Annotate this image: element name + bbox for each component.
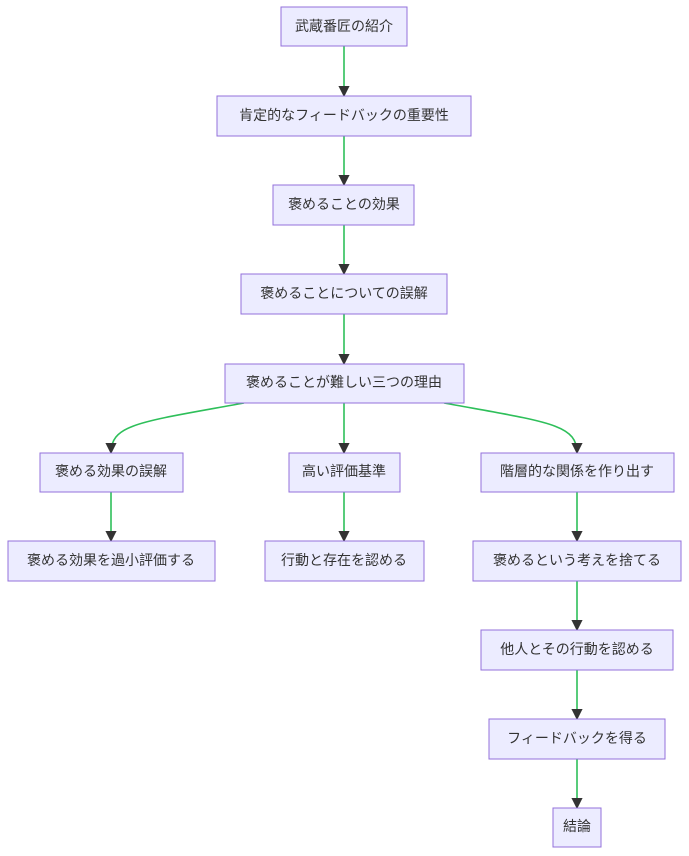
node-n6-label: 褒める効果の誤解 [55,464,167,480]
node-n5: 褒めることが難しい三つの理由 [224,363,465,404]
node-n7-label: 高い評価基準 [302,463,386,480]
node-n9-label: 褒める効果を過小評価する [27,553,195,569]
node-n13-label: フィードバックを得る [507,730,647,747]
edge-n5-n8 [443,402,583,455]
node-n4: 褒めることについての誤解 [240,273,448,315]
edge-n5-n6 [105,402,245,455]
node-n8: 階層的な関係を作り出す [480,452,675,493]
node-n14-label: 結論 [563,819,591,835]
node-n8-label: 階層的な関係を作り出す [500,464,654,480]
node-n1-label: 武蔵番匠の紹介 [295,19,393,35]
node-n2-label: 肯定的なフィードバックの重要性 [239,108,449,124]
node-n7: 高い評価基準 [288,452,401,493]
node-n10: 行動と存在を認める [264,540,425,582]
node-n12-label: 他人とその行動を認める [500,642,654,658]
node-n2: 肯定的なフィードバックの重要性 [216,95,472,137]
node-n12: 他人とその行動を認める [480,629,674,671]
node-n6: 褒める効果の誤解 [39,452,184,493]
node-n11: 褒めるという考えを捨てる [472,540,682,582]
node-n13: フィードバックを得る [488,718,666,760]
node-n10-label: 行動と存在を認める [281,553,407,569]
node-n11-label: 褒めるという考えを捨てる [493,552,661,569]
node-n14: 結論 [552,807,602,848]
node-n4-label: 褒めることについての誤解 [260,286,428,302]
edges [105,46,583,810]
node-n1: 武蔵番匠の紹介 [280,6,408,47]
node-n5-label: 褒めることが難しい三つの理由 [246,375,442,391]
node-n3: 褒めることの効果 [272,184,415,226]
node-n3-label: 褒めることの効果 [288,197,400,213]
node-n9: 褒める効果を過小評価する [7,540,216,582]
nodes: 武蔵番匠の紹介 肯定的なフィードバックの重要性 褒めることの効果 褒めることにつ… [7,6,682,848]
